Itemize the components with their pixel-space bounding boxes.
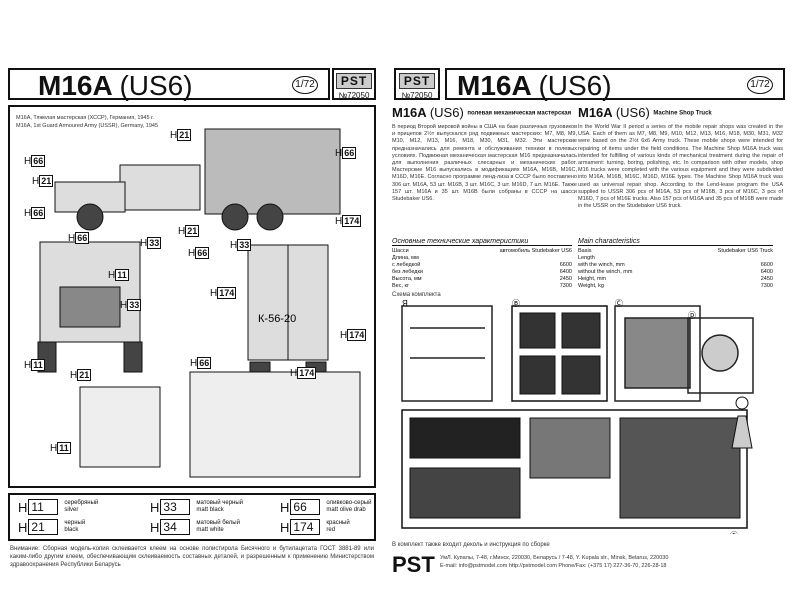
sprue-label: Ⓒ: [615, 299, 623, 308]
sprue-heading: Схема комплекта: [392, 292, 441, 298]
truck-side-view: [54, 128, 341, 231]
truck-front-view: [37, 241, 143, 373]
right-title: M16A (US6): [457, 70, 612, 101]
sprue-c: [614, 305, 701, 402]
sprue-diagram: Я Ⓑ Ⓒ Ⓓ Ⓔ: [401, 299, 754, 534]
spec-row: Length: [578, 255, 595, 261]
sprue-label: Ⓔ: [730, 531, 738, 534]
en-heading: M16A (US6) Machine Shop Truck: [578, 105, 712, 120]
sprue-label: Ⓑ: [512, 299, 520, 308]
brand-logo: PST: [392, 552, 435, 577]
sprue-label: Ⓓ: [688, 311, 696, 320]
truck-marking: К-56-20: [258, 313, 296, 325]
ru-heading: M16A (US6) полевая механическая мастерск…: [392, 105, 572, 120]
sprue-e: [401, 409, 748, 529]
sprue-b: [511, 305, 608, 402]
painting-scheme-box: M16A, Тяжелая мастерская (ХССР), Германи…: [8, 105, 376, 488]
truck-drawings: К-56-20: [37, 128, 361, 478]
ru-description: В период Второй мировой войны в США на б…: [392, 124, 577, 203]
sprue-a: [401, 305, 493, 402]
truck-top-view: [79, 371, 361, 478]
left-scale-badge: 1/72: [292, 76, 318, 94]
variant-1: M16A, Тяжелая мастерская (ХССР), Германи…: [16, 115, 154, 121]
headlight-part: [731, 396, 753, 449]
notice-text: Внимание: Сборная модель-копия склеивает…: [10, 546, 374, 568]
right-scale-badge: 1/72: [747, 76, 773, 94]
sprue-label: Я: [402, 299, 408, 308]
right-title-box: M16A (US6) 1/72: [445, 68, 785, 101]
spec-row: Длина, мм: [392, 255, 419, 261]
contacts: E-mail: info@pstmodel.com http://pstmode…: [440, 563, 667, 569]
ru-specs-table: Основные технические характеристики Шасс…: [392, 238, 572, 289]
left-title-box: M16A (US6) 1/72: [8, 68, 330, 101]
kit-contents-note: В комплект также входит деколь и инструк…: [392, 542, 550, 548]
en-description: In the World War II period a series of t…: [578, 124, 783, 210]
left-title: M16A (US6): [38, 70, 193, 101]
sprue-d: [687, 317, 754, 394]
address: УмЛ. Купалы, 7-48, г.Минск, 220030, Бела…: [440, 555, 669, 561]
variant-2: M16A, 1st Guard Armoured Army (USSR), Ge…: [16, 123, 159, 129]
